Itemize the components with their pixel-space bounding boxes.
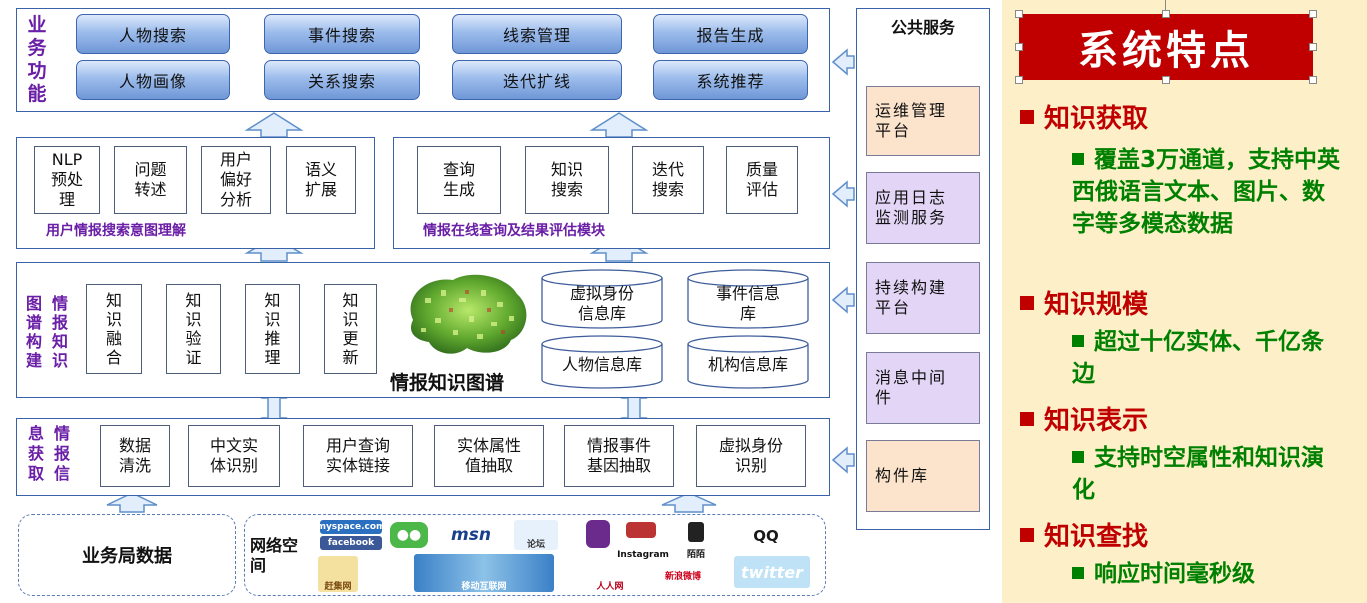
bullet-square-icon	[1020, 527, 1034, 542]
tablet-icon	[688, 522, 704, 542]
resize-handle[interactable]	[1015, 43, 1023, 51]
up-arrow	[244, 112, 304, 138]
feature-detail-scale: 超过十亿实体、千亿条边	[1072, 329, 1324, 387]
virtual-identity-recognition-box: 虚拟身份 识别	[696, 425, 806, 487]
feature-heading-lookup: 知识查找	[1020, 516, 1148, 553]
momo-logo: 陌陌	[686, 550, 705, 560]
ci-platform-box: 持续构建 平台	[866, 262, 980, 334]
rotate-handle-line	[1165, 0, 1166, 10]
twitter-logo: twitter	[734, 556, 810, 588]
query-panel-label: 情报在线查询及结果评估模块	[423, 223, 605, 239]
network-space-label: 网络空 间	[250, 536, 299, 575]
bureau-data-source: 业务局数据	[18, 514, 236, 596]
resize-handle[interactable]	[1309, 10, 1317, 18]
component-library-box: 构件库	[866, 440, 980, 512]
knowledge-graph-title: 情报知识图谱	[390, 372, 505, 394]
message-middleware-box: 消息中间 件	[866, 352, 980, 424]
resize-handle[interactable]	[1309, 43, 1317, 51]
bullet-square-icon	[1072, 451, 1084, 463]
facebook-logo: facebook	[320, 536, 382, 550]
myspace-logo: myspace.com	[316, 520, 386, 534]
system-recommend-button[interactable]: 系统推荐	[653, 60, 808, 100]
ops-platform-box: 运维管理 平台	[866, 86, 980, 156]
bullet-square-icon	[1020, 109, 1034, 124]
intent-panel-label: 用户情报搜索意图理解	[46, 223, 186, 239]
bureau-data-label: 业务局数据	[82, 546, 172, 567]
weibo-logo: 新浪微博	[664, 571, 701, 582]
feature-heading-scale: 知识规模	[1020, 284, 1148, 321]
knowledge-verification-box: 知 识 验 证	[166, 284, 221, 374]
feature-heading-acquisition: 知识获取	[1020, 98, 1148, 135]
qq-logo: QQ	[753, 527, 779, 545]
feature-detail-representation: 支持时空属性和知识演化	[1072, 445, 1324, 503]
up-arrow	[589, 112, 649, 138]
event-search-button[interactable]: 事件搜索	[264, 14, 420, 54]
clue-management-button[interactable]: 线索管理	[452, 14, 622, 54]
mobile-internet-logo: 移动互联网	[414, 554, 554, 592]
acquire-label-col2: 情 报 信	[53, 424, 70, 483]
iterative-expansion-button[interactable]: 迭代扩线	[452, 60, 622, 100]
knowledge-fusion-box: 知 识 融 合	[86, 284, 142, 374]
resize-handle[interactable]	[1015, 76, 1023, 84]
kg-label-col1: 图 谱 构 建	[25, 294, 42, 370]
kg-label-col2: 情 报 知 识	[51, 294, 68, 370]
person-search-button[interactable]: 人物搜索	[76, 14, 230, 54]
left-arrow	[831, 286, 855, 314]
event-info-db: 事件信息 库	[715, 284, 780, 323]
system-features-panel: 系统特点 知识获取 覆盖3万通道，支持中英西俄语言文本、图片、数字等多模态数据 …	[1002, 0, 1367, 603]
renren-logo: 人人网	[596, 582, 624, 592]
virtual-identity-db: 虚拟身份 信息库	[569, 284, 634, 323]
resize-handle[interactable]	[1162, 76, 1170, 84]
report-generation-button[interactable]: 报告生成	[653, 14, 808, 54]
log-monitor-box: 应用日志 监测服务	[866, 172, 980, 244]
attribute-extraction-box: 实体属性 值抽取	[434, 425, 544, 487]
question-rewrite-box: 问题 转述	[114, 146, 187, 214]
knowledge-search-box: 知识 搜索	[525, 146, 609, 214]
feature-detail-lookup: 响应时间毫秒级	[1072, 558, 1344, 590]
person-info-db: 人物信息库	[561, 355, 642, 374]
acquire-label-col1: 息 获 取	[27, 424, 44, 483]
bullet-square-icon	[1020, 411, 1034, 426]
instagram-camera-icon	[626, 522, 656, 538]
relation-search-button[interactable]: 关系搜索	[264, 60, 420, 100]
knowledge-update-box: 知 识 更 新	[324, 284, 377, 374]
query-generation-box: 查询 生成	[417, 146, 501, 214]
ganji-logo: 赶集网	[318, 556, 358, 592]
left-arrow	[831, 180, 855, 208]
brain-illustration	[410, 274, 527, 354]
feature-detail-acquisition: 覆盖3万通道，支持中英西俄语言文本、图片、数字等多模态数据	[1072, 147, 1341, 237]
feature-heading-representation: 知识表示	[1020, 400, 1148, 437]
forum-logo: 论坛	[514, 520, 558, 550]
features-title: 系统特点	[1019, 14, 1313, 80]
entity-recognition-box: 中文实 体识别	[188, 425, 280, 487]
public-service-title: 公共服务	[890, 18, 955, 37]
iterative-search-box: 迭代 搜索	[632, 146, 704, 214]
person-profile-button[interactable]: 人物画像	[76, 60, 230, 100]
wechat-icon: ●●	[390, 522, 428, 548]
business-label: 业 务 功 能	[27, 14, 47, 105]
bullet-square-icon	[1072, 153, 1084, 165]
preference-analysis-box: 用户 偏好 分析	[201, 146, 271, 214]
left-arrow	[831, 48, 855, 76]
knowledge-reasoning-box: 知 识 推 理	[245, 284, 300, 374]
bullet-square-icon	[1072, 335, 1084, 347]
left-arrow	[831, 446, 855, 474]
bullet-square-icon	[1020, 295, 1034, 310]
resize-handle[interactable]	[1162, 10, 1170, 18]
organization-info-db: 机构信息库	[707, 355, 788, 374]
resize-handle[interactable]	[1015, 10, 1023, 18]
camera-icon	[586, 520, 610, 548]
resize-handle[interactable]	[1309, 76, 1317, 84]
quality-evaluation-box: 质量 评估	[726, 146, 798, 214]
bullet-square-icon	[1072, 567, 1084, 579]
msn-logo: msn	[451, 525, 491, 545]
instagram-logo: Instagram	[617, 550, 669, 560]
databases-group	[541, 269, 809, 389]
event-gene-extraction-box: 情报事件 基因抽取	[564, 425, 674, 487]
data-cleaning-box: 数据 清洗	[100, 425, 170, 487]
entity-linking-box: 用户查询 实体链接	[303, 425, 413, 487]
semantic-expansion-box: 语义 扩展	[286, 146, 356, 214]
nlp-preprocess-box: NLP 预处 理	[34, 146, 100, 214]
